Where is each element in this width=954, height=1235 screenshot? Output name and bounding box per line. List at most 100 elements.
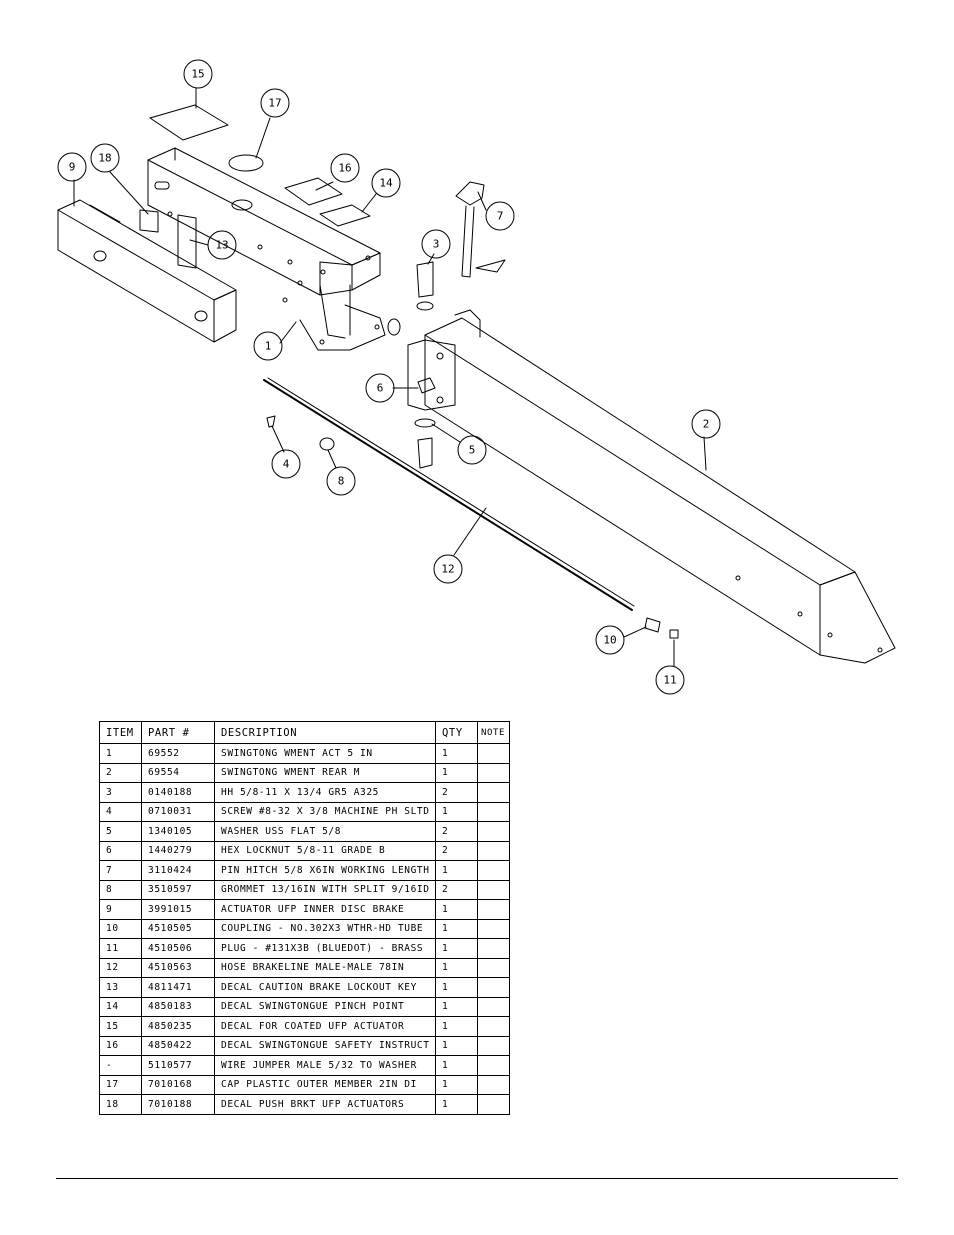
cell-description: DECAL SWINGTONGUE PINCH POINT xyxy=(214,996,436,1017)
washer-5-shape xyxy=(414,418,436,428)
cell-qty: 1 xyxy=(435,1094,478,1115)
cell-item: 6 xyxy=(99,840,142,861)
cell-part-number: 4510506 xyxy=(141,938,215,959)
callout-6: 6 xyxy=(377,382,384,395)
actuator-inner-shape xyxy=(57,199,237,343)
cell-qty: 2 xyxy=(435,821,478,842)
cell-note xyxy=(477,977,510,998)
cell-qty: 1 xyxy=(435,957,478,978)
cell-part-number: 7010188 xyxy=(141,1094,215,1115)
cell-item: 1 xyxy=(99,743,142,764)
plug-shape xyxy=(669,629,679,639)
cell-note xyxy=(477,879,510,900)
cell-note xyxy=(477,801,510,822)
cell-part-number: 3110424 xyxy=(141,860,215,881)
cell-item: 16 xyxy=(99,1035,142,1056)
cell-description: WASHER USS FLAT 5/8 xyxy=(214,821,436,842)
cell-part-number: 5110577 xyxy=(141,1055,215,1076)
callout-15: 15 xyxy=(191,68,204,81)
cell-qty: 1 xyxy=(435,1016,478,1037)
grommet-8-shape xyxy=(319,437,335,451)
callout-1: 1 xyxy=(265,340,272,353)
header-qty: QTY xyxy=(435,721,478,744)
cell-description: PIN HITCH 5/8 X6IN WORKING LENGTH xyxy=(214,860,436,881)
cell-item: - xyxy=(99,1055,142,1076)
cell-note xyxy=(477,1016,510,1037)
cell-qty: 2 xyxy=(435,879,478,900)
grommet-upper-shape xyxy=(387,318,401,336)
cell-qty: 1 xyxy=(435,918,478,939)
cell-part-number: 4811471 xyxy=(141,977,215,998)
cell-qty: 1 xyxy=(435,801,478,822)
header-item: ITEM xyxy=(99,721,142,744)
cell-qty: 1 xyxy=(435,743,478,764)
callout-18: 18 xyxy=(98,152,111,165)
cell-description: SWINGTONG WMENT ACT 5 IN xyxy=(214,743,436,764)
cell-item: 3 xyxy=(99,782,142,803)
cell-part-number: 69552 xyxy=(141,743,215,764)
cell-item: 11 xyxy=(99,938,142,959)
cell-description: GROMMET 13/16IN WITH SPLIT 9/16ID xyxy=(214,879,436,900)
cell-qty: 1 xyxy=(435,762,478,783)
cell-part-number: 4850422 xyxy=(141,1035,215,1056)
hitch-pin-shape xyxy=(455,181,506,278)
header-note: NOTE xyxy=(477,721,510,744)
cell-description: SWINGTONG WMENT REAR M xyxy=(214,762,436,783)
cell-note xyxy=(477,1055,510,1076)
cell-description: COUPLING - NO.302X3 WTHR-HD TUBE xyxy=(214,918,436,939)
cell-note xyxy=(477,782,510,803)
cell-description: HOSE BRAKELINE MALE-MALE 78IN xyxy=(214,957,436,978)
cell-note xyxy=(477,860,510,881)
callout-2: 2 xyxy=(703,418,710,431)
header-description: DESCRIPTION xyxy=(214,721,436,744)
cell-description: HH 5/8-11 X 13/4 GR5 A325 xyxy=(214,782,436,803)
cell-description: CAP PLASTIC OUTER MEMBER 2IN DI xyxy=(214,1074,436,1095)
rear-tongue-shape xyxy=(407,309,896,664)
cell-part-number: 1340105 xyxy=(141,821,215,842)
cell-note xyxy=(477,938,510,959)
cell-note xyxy=(477,1074,510,1095)
cell-qty: 2 xyxy=(435,840,478,861)
decal-18-shape xyxy=(139,209,159,233)
cell-qty: 1 xyxy=(435,1035,478,1056)
cell-qty: 1 xyxy=(435,977,478,998)
cell-note xyxy=(477,1094,510,1115)
decal-14-shape xyxy=(319,204,371,227)
decal-15-shape xyxy=(149,104,229,141)
cell-part-number: 4850183 xyxy=(141,996,215,1017)
cell-part-number: 0140188 xyxy=(141,782,215,803)
callout-8: 8 xyxy=(338,475,345,488)
cell-part-number: 1440279 xyxy=(141,840,215,861)
cell-qty: 1 xyxy=(435,1055,478,1076)
cap-17-shape xyxy=(228,154,264,172)
cell-description: PLUG - #131X3B (BLUEDOT) - BRASS xyxy=(214,938,436,959)
cell-description: DECAL CAUTION BRAKE LOCKOUT KEY xyxy=(214,977,436,998)
decal-13-shape xyxy=(177,214,197,269)
callout-7: 7 xyxy=(497,210,504,223)
callout-17: 17 xyxy=(268,97,281,110)
cell-part-number: 3991015 xyxy=(141,899,215,920)
callout-10: 10 xyxy=(603,634,616,647)
cell-note xyxy=(477,840,510,861)
callout-4: 4 xyxy=(283,458,290,471)
cell-item: 8 xyxy=(99,879,142,900)
cell-item: 15 xyxy=(99,1016,142,1037)
cell-item: 7 xyxy=(99,860,142,881)
callout-14: 14 xyxy=(379,177,393,190)
cell-qty: 1 xyxy=(435,860,478,881)
callout-16: 16 xyxy=(338,162,351,175)
cell-item: 10 xyxy=(99,918,142,939)
cell-part-number: 3510597 xyxy=(141,879,215,900)
cell-note xyxy=(477,1035,510,1056)
cell-part-number: 69554 xyxy=(141,762,215,783)
cell-part-number: 4850235 xyxy=(141,1016,215,1037)
